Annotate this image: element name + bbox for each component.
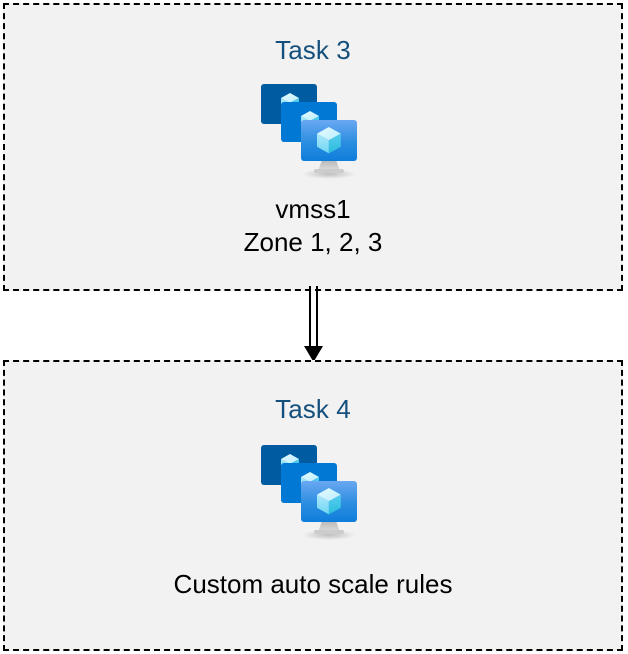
connector-task3-to-task4	[304, 286, 323, 362]
virtual-machine-scale-set-icon	[261, 445, 357, 540]
task4-captions: Custom auto scale rules	[174, 568, 453, 601]
task4-title: Task 4	[275, 394, 351, 424]
task-node-task4[interactable]: Task 4	[3, 360, 623, 651]
task3-captions: vmss1 Zone 1, 2, 3	[244, 193, 383, 259]
task4-caption-line-1: Custom auto scale rules	[173, 569, 453, 599]
virtual-machine-scale-set-icon	[261, 84, 357, 179]
task3-title: Task 3	[275, 35, 351, 65]
connector-arrowhead-icon	[304, 346, 323, 362]
task-node-task3[interactable]: Task 3	[3, 3, 623, 291]
task3-caption-line-1: vmss1	[275, 194, 351, 224]
task3-caption-line-2: Zone 1, 2, 3	[243, 227, 383, 257]
